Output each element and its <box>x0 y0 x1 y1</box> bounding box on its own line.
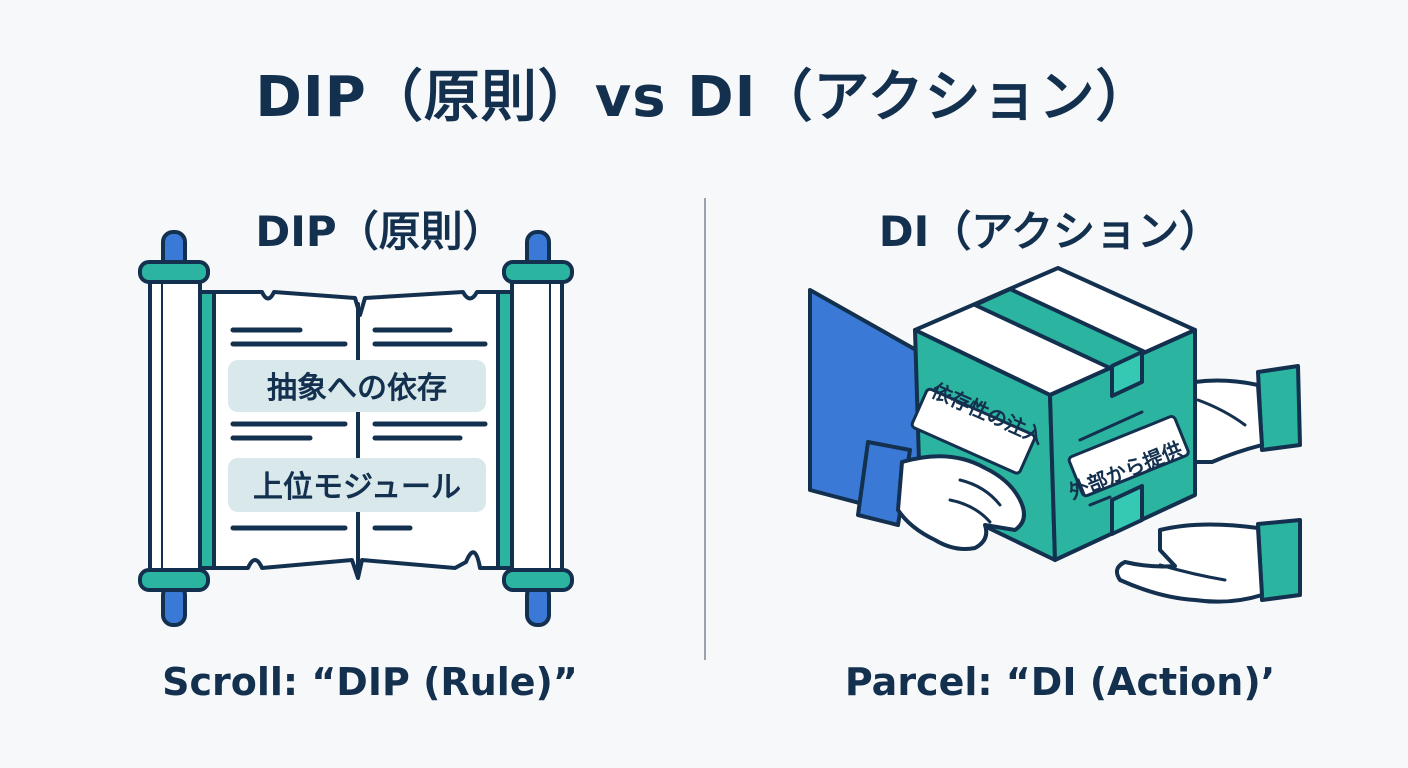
scroll-label-1: 抽象への依存 <box>267 371 447 406</box>
scroll-label-2: 上位モジュール <box>253 470 461 505</box>
scroll-label-bg-2 <box>228 458 486 512</box>
scroll-text-lines <box>230 327 488 531</box>
parcel-icon <box>808 266 1302 604</box>
scroll-icon <box>138 230 574 627</box>
di-heading: DI（アクション） <box>878 207 1222 256</box>
dip-heading: DIP（原則） <box>255 207 505 256</box>
center-divider <box>704 198 706 660</box>
page-title: DIP（原則）vs DI（アクション） <box>255 65 1153 130</box>
parcel-caption: Parcel: “DI (Action)’ <box>844 660 1276 704</box>
scroll-caption: Scroll: “DIP (Rule)” <box>162 660 578 704</box>
scroll-label-bg-1 <box>228 360 486 412</box>
